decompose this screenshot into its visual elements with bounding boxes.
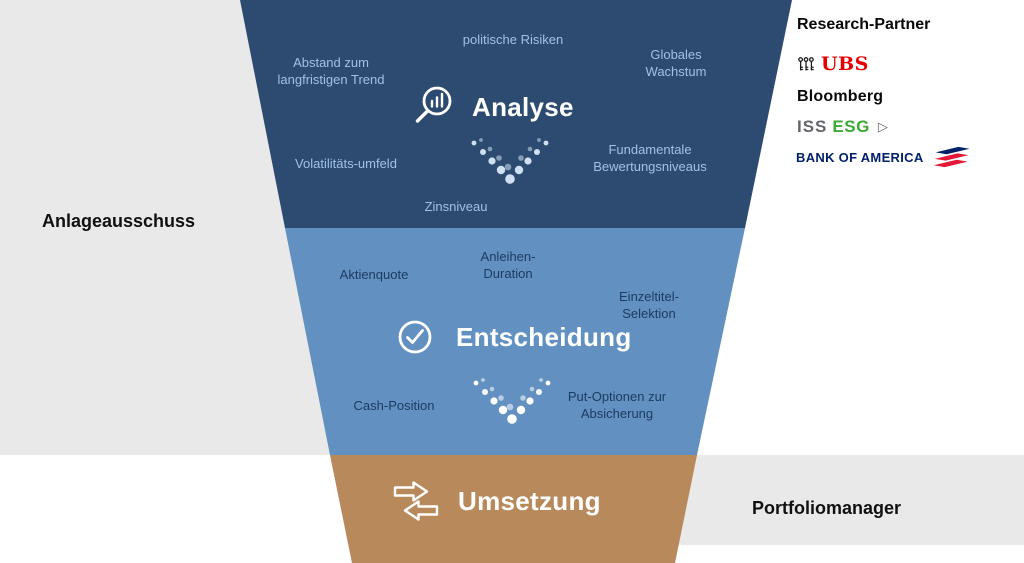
funnel-stage-analyse — [240, 0, 792, 228]
bank-of-america-logo: BANK OF AMERICA — [796, 146, 974, 168]
entscheidung-item-anleihen-duration: Anleihen-Duration — [480, 249, 536, 282]
iss-esg-logo: ISS ESG ▷ — [797, 117, 888, 137]
entscheidung-item-einzeltitel-selektion: Einzeltitel-Selektion — [619, 289, 679, 322]
esg-arrow-icon: ▷ — [877, 119, 888, 134]
research-partner-title: Research-Partner — [797, 16, 931, 33]
entscheidung-item-cash-position: Cash-Position — [353, 398, 435, 413]
ubs-keys-icon — [797, 55, 815, 74]
bloomberg-logo: Bloomberg — [797, 88, 883, 106]
iss-wordmark: ISS — [797, 117, 828, 136]
funnel-stage-umsetzung — [330, 455, 697, 563]
analyse-item-politische-risiken: politische Risiken — [462, 32, 564, 47]
umsetzung-header: Umsetzung — [392, 480, 601, 522]
anlageausschuss-label: Anlageausschuss — [42, 211, 196, 231]
entscheidung-item-put-optionen: Put-Optionen zur Absicherung — [567, 389, 667, 422]
analyse-item-zinsniveau: Zinsniveau — [424, 199, 488, 214]
analyse-item-volatilitaetsumfeld: Volatilitäts-umfeld — [295, 156, 397, 171]
analyse-item-globales-wachstum: Globales Wachstum — [645, 47, 707, 80]
ubs-wordmark: UBS — [821, 53, 869, 75]
dotted-v-pattern-analyse — [464, 137, 556, 192]
portfoliomanager-label: Portfoliomanager — [752, 498, 902, 518]
entscheidung-item-aktienquote: Aktienquote — [339, 267, 409, 282]
umsetzung-title: Umsetzung — [458, 485, 601, 516]
entscheidung-header: Entscheidung — [396, 318, 632, 356]
ubs-logo: UBS — [797, 53, 869, 75]
analyse-item-abstand-trend: Abstand zum langfristigen Trend — [277, 55, 385, 88]
transfer-arrows-icon — [392, 480, 440, 522]
check-circle-icon — [396, 318, 434, 356]
esg-wordmark: ESG — [832, 117, 870, 136]
analyse-header: Analyse — [410, 84, 574, 130]
entscheidung-title: Entscheidung — [456, 321, 632, 352]
analyse-title: Analyse — [472, 91, 574, 122]
analyse-item-fundamentale-bewertungsniveaus: Fundamentale Bewertungsniveaus — [593, 142, 707, 175]
bank-of-america-flag-icon — [932, 146, 974, 168]
bank-of-america-wordmark: BANK OF AMERICA — [796, 149, 924, 165]
bloomberg-wordmark: Bloomberg — [797, 88, 884, 105]
dotted-v-pattern-entscheidung — [466, 377, 558, 432]
magnifier-chart-icon — [410, 84, 456, 130]
